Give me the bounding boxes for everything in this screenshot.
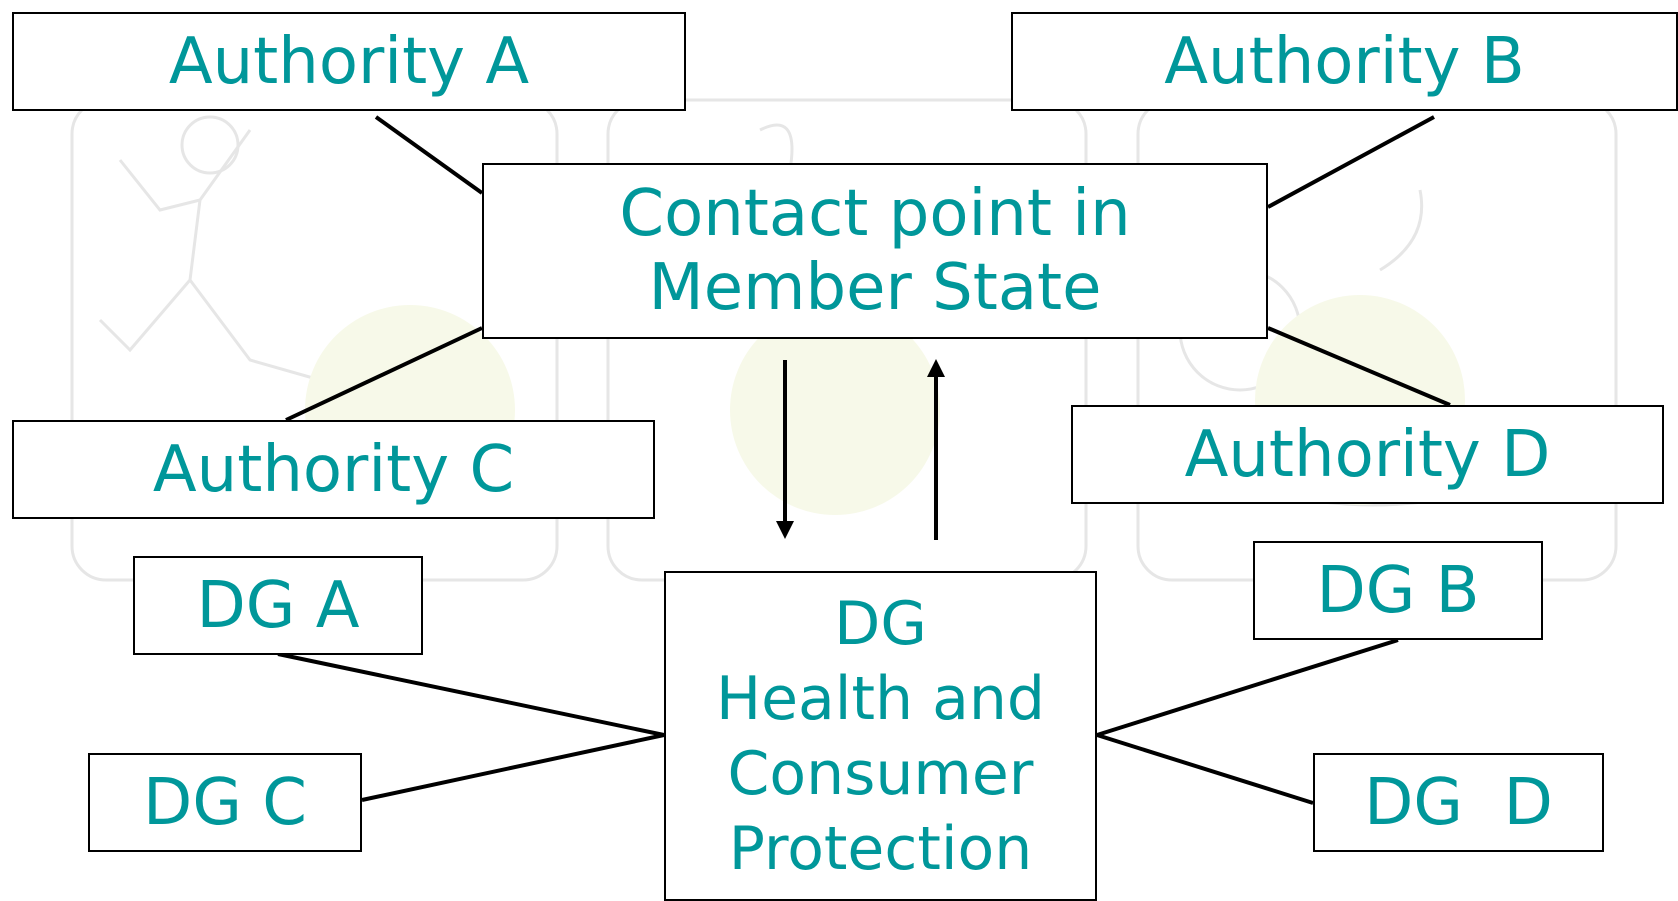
dg-a-label: DG A <box>196 568 360 643</box>
dg-b-box: DG B <box>1253 541 1543 640</box>
authority-d-label: Authority D <box>1184 417 1551 492</box>
link-dg-b-health <box>1096 638 1399 737</box>
authority-a-box: Authority A <box>12 12 686 111</box>
link-authority-a-contact <box>374 115 484 195</box>
dg-d-box: DG D <box>1313 753 1604 852</box>
dg-d-label: DG D <box>1364 765 1553 840</box>
link-authority-d-contact <box>1267 326 1451 407</box>
link-dg-d-health <box>1096 733 1314 805</box>
authority-c-box: Authority C <box>12 420 655 519</box>
dg-a-box: DG A <box>133 556 423 655</box>
contact-point-box: Contact point in Member State <box>482 163 1268 339</box>
authority-b-box: Authority B <box>1011 12 1678 111</box>
authority-d-box: Authority D <box>1071 405 1664 504</box>
dg-b-label: DG B <box>1316 553 1480 628</box>
contact-point-label: Contact point in Member State <box>619 177 1131 325</box>
authority-c-label: Authority C <box>152 432 515 507</box>
authority-b-label: Authority B <box>1164 24 1525 99</box>
link-dg-c-health <box>361 733 665 802</box>
link-dg-a-health <box>277 652 665 737</box>
link-authority-c-contact <box>285 326 483 422</box>
dg-health-label: DG Health and Consumer Protection <box>716 589 1045 884</box>
dg-c-box: DG C <box>88 753 362 852</box>
dg-c-label: DG C <box>143 765 307 840</box>
authority-a-label: Authority A <box>168 24 530 99</box>
watermark-blob-center <box>730 305 940 515</box>
link-authority-b-contact <box>1267 115 1435 209</box>
dg-health-box: DG Health and Consumer Protection <box>664 571 1097 901</box>
